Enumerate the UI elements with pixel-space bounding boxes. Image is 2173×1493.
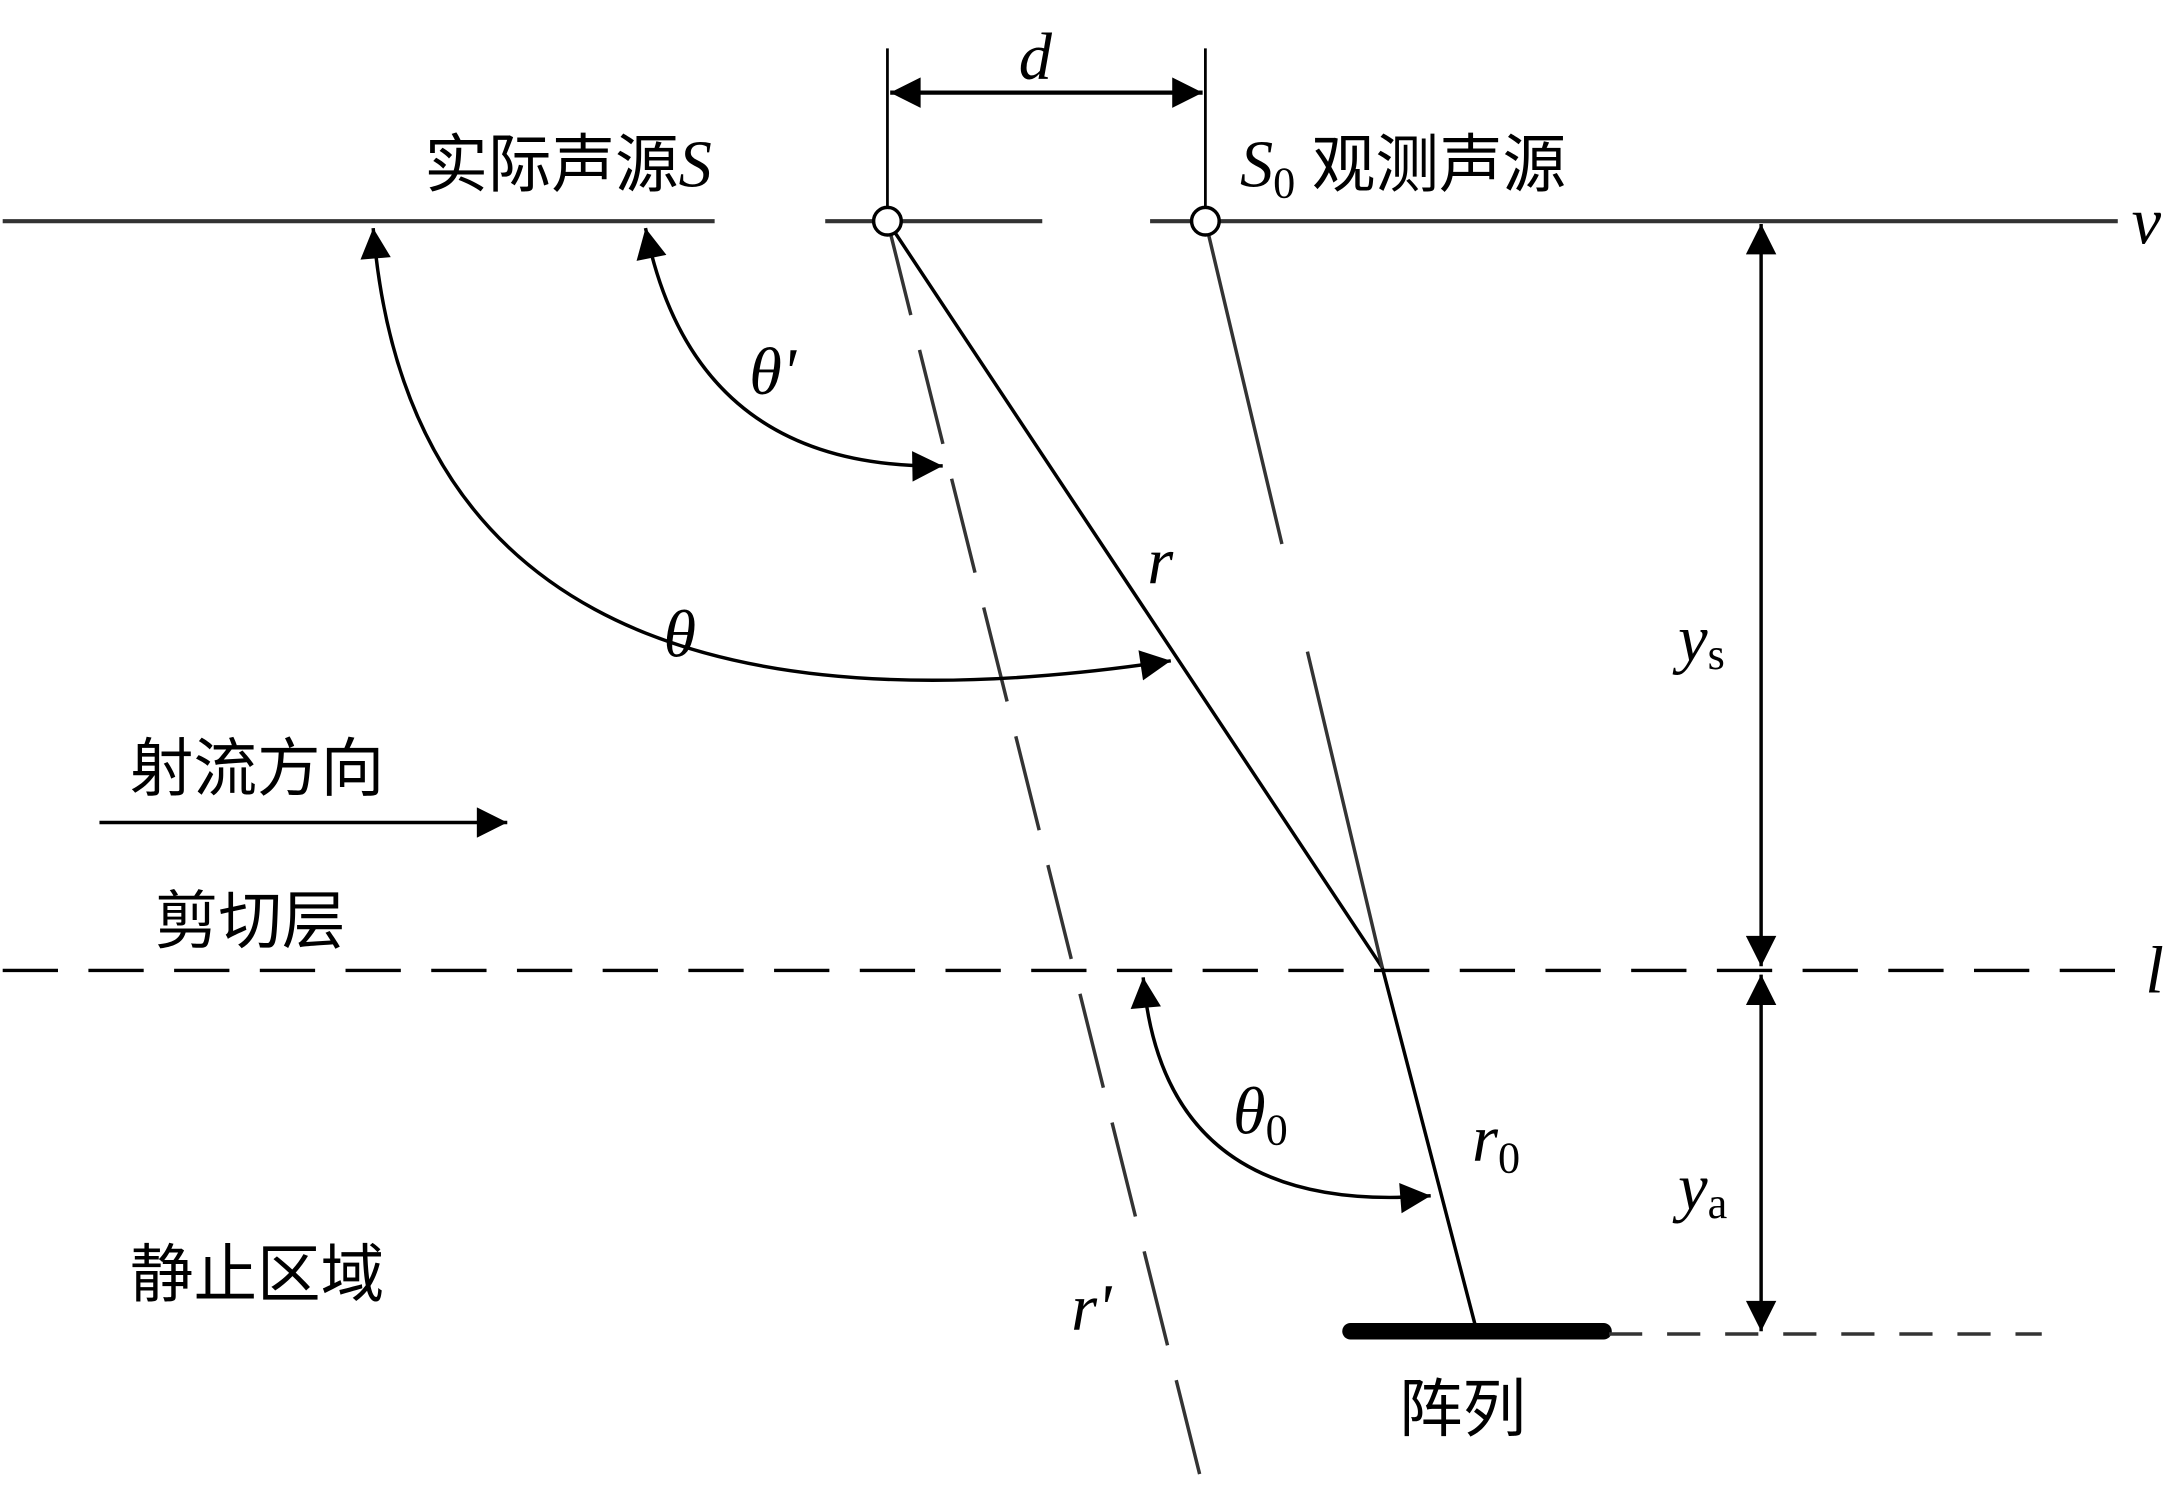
observed-source-point <box>1189 205 1221 237</box>
theta-prime-arc <box>636 227 943 482</box>
r-label: r <box>1147 525 1174 598</box>
ys-sub: s <box>1708 630 1725 679</box>
ya-label: ya <box>1672 1152 1727 1228</box>
r0-symbol: r <box>1472 1103 1499 1176</box>
theta-label: θ <box>663 599 696 672</box>
r0-label: r0 <box>1472 1103 1520 1182</box>
theta-prime-label: θ' <box>749 336 798 409</box>
ys-symbol: y <box>1672 603 1708 676</box>
array-label: 阵列 <box>1399 1372 1526 1446</box>
velocity-label: v <box>2132 185 2162 258</box>
r0-sub: 0 <box>1498 1133 1520 1182</box>
observed-source-sub: 0 <box>1273 159 1295 208</box>
actual-source-label: 实际声源S <box>424 128 711 202</box>
r-prime-label: r' <box>1071 1272 1113 1345</box>
ray-r-prime <box>885 220 1205 1487</box>
theta0-label: θ0 <box>1233 1076 1288 1155</box>
actual-source-text: 实际声源 <box>424 128 678 202</box>
theta0-arc <box>1130 977 1431 1214</box>
theta0-sub: 0 <box>1266 1106 1288 1155</box>
ray-r <box>885 220 1384 969</box>
shear-layer-symbol: l <box>2145 935 2163 1008</box>
jet-direction-label: 射流方向 <box>130 732 384 806</box>
ys-label: ys <box>1672 603 1725 679</box>
observed-source-text: 观测声源 <box>1312 128 1566 202</box>
ya-symbol: y <box>1672 1152 1708 1225</box>
shear-layer-label: 剪切层 <box>155 884 346 958</box>
observed-source-symbol: S <box>1240 129 1273 202</box>
quiet-zone-label: 静止区域 <box>130 1238 384 1312</box>
observed-source-label: S0 观测声源 <box>1240 128 1566 208</box>
theta-arc <box>360 227 1172 683</box>
observed-ray <box>1203 220 1385 969</box>
ray-r0 <box>1380 967 1477 1325</box>
actual-source-point <box>871 205 903 237</box>
ya-sub: a <box>1708 1179 1728 1228</box>
theta0-symbol: θ <box>1233 1076 1266 1149</box>
actual-source-symbol: S <box>679 129 712 202</box>
distance-label: d <box>1019 21 1053 94</box>
